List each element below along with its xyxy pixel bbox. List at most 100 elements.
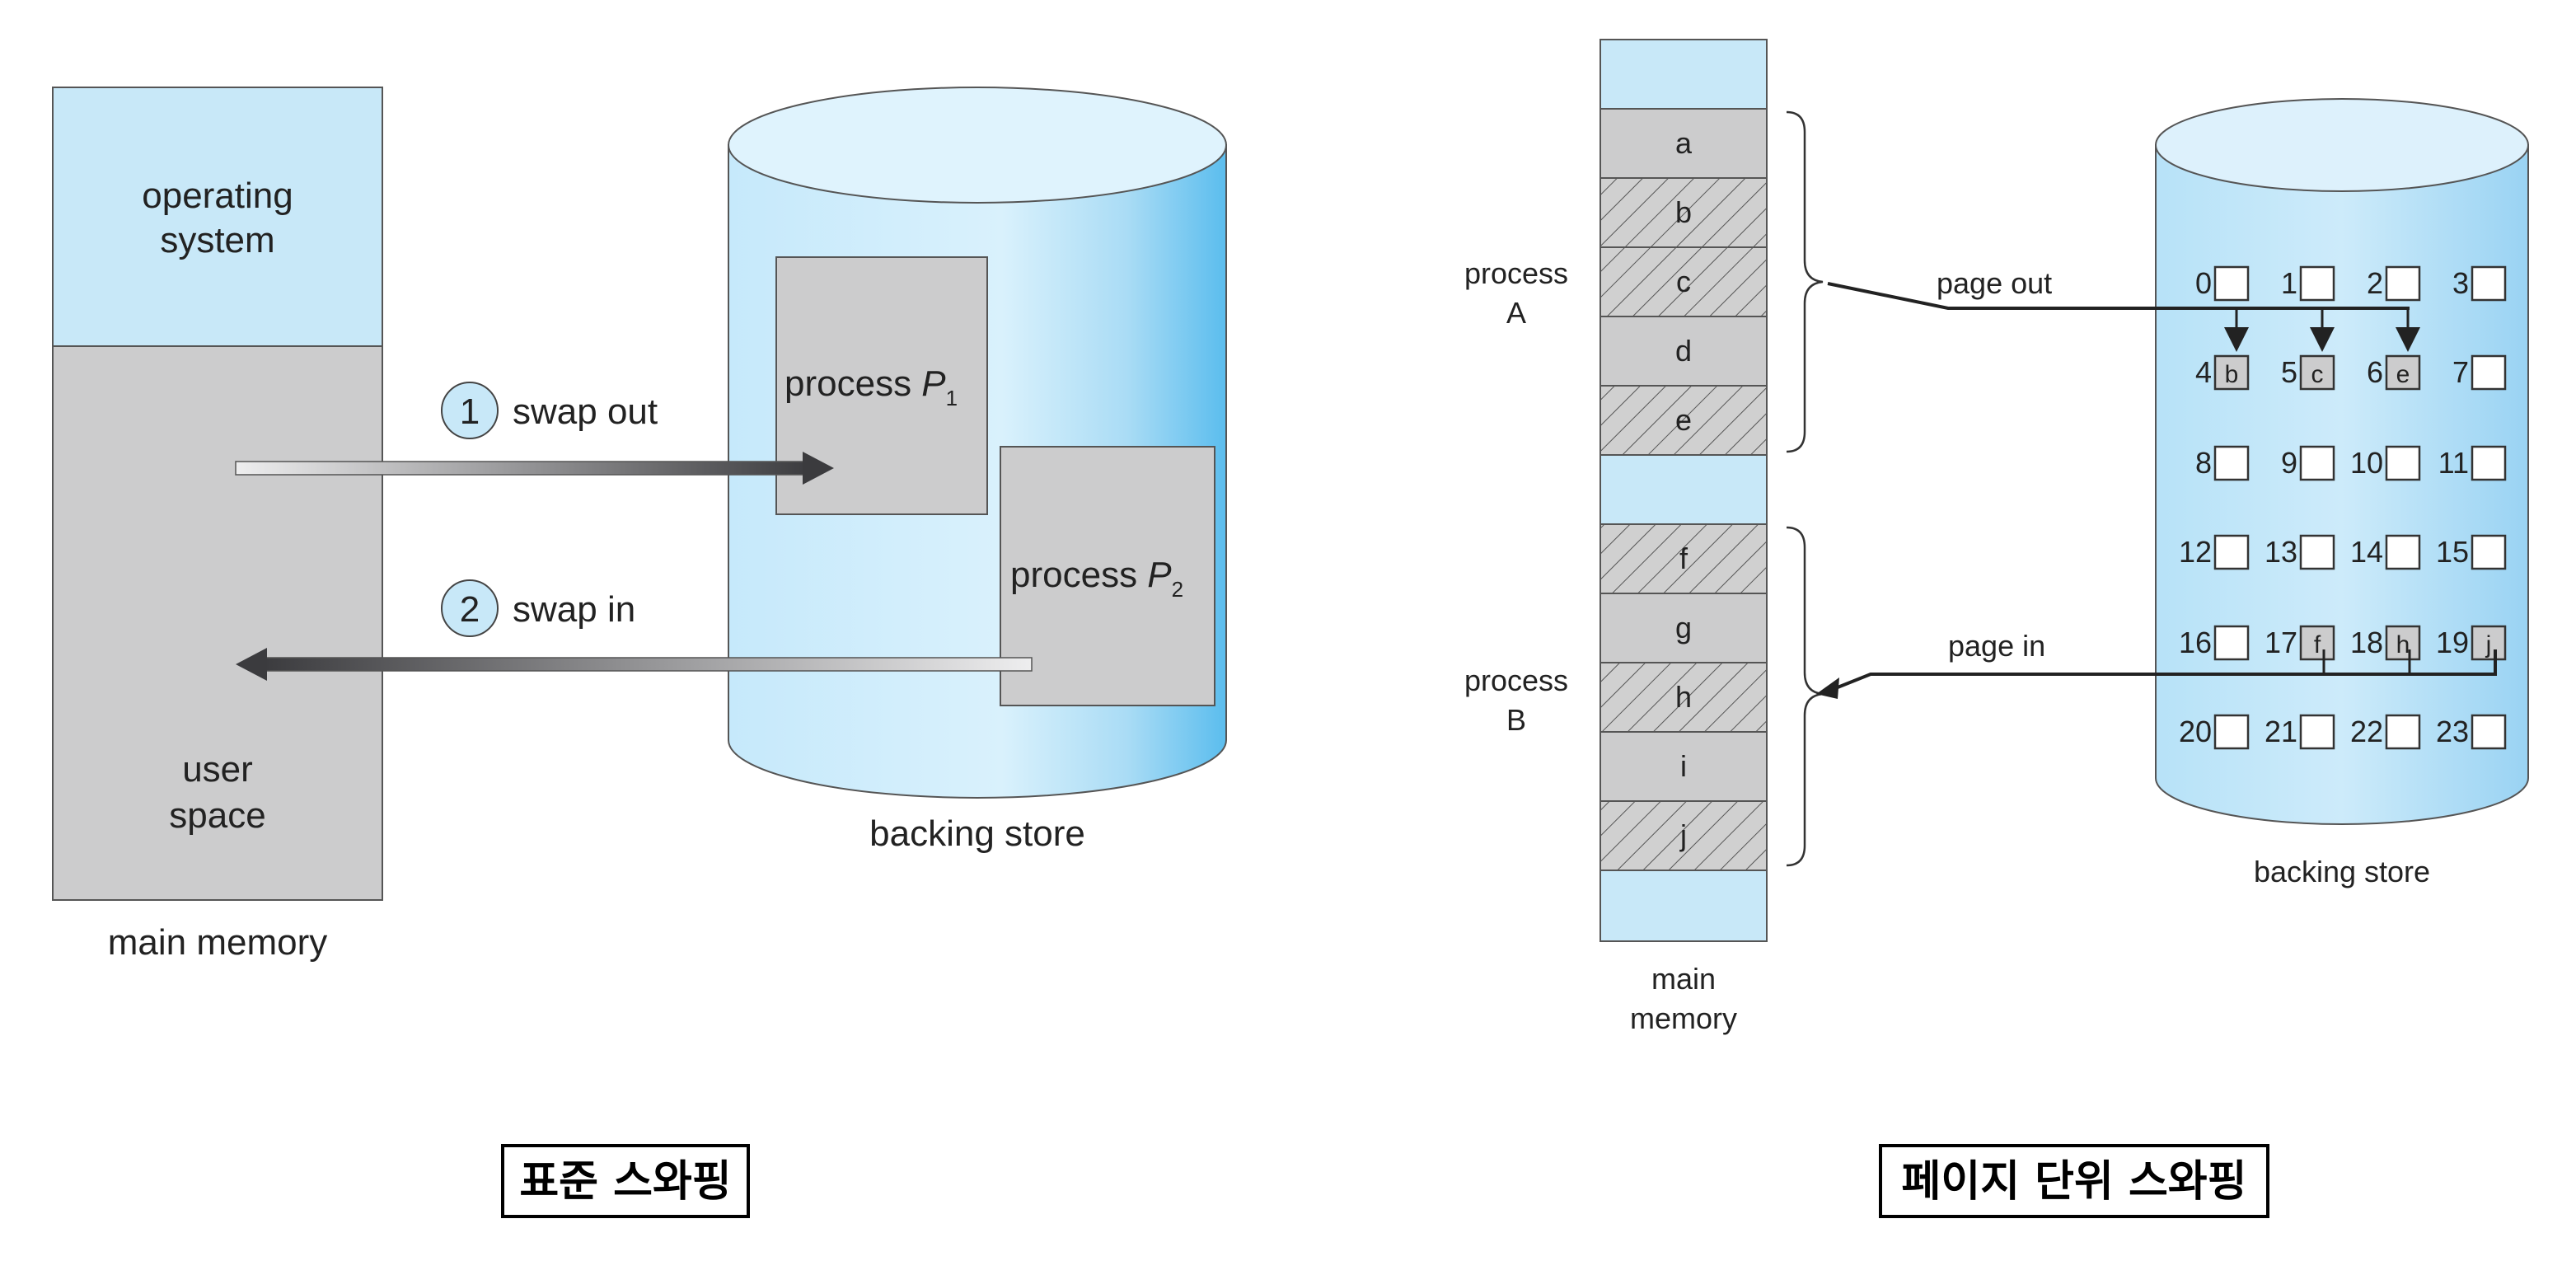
slot-number-2: 2 (2367, 266, 2383, 300)
slot-box-8 (2213, 445, 2250, 481)
frame-j (1599, 800, 1768, 871)
slot-box-14 (2385, 534, 2421, 570)
swap-out-arrow: 1 swap out (235, 382, 834, 485)
swap-out-head (803, 452, 834, 485)
slot-box-10 (2385, 445, 2421, 481)
page-in-label: page in (1948, 629, 2045, 663)
swap-in-shaft (261, 657, 1033, 672)
slot-box-12 (2213, 534, 2250, 570)
slot-box-19 (2471, 625, 2507, 661)
slot-box-23 (2471, 714, 2507, 750)
slot-box-6 (2385, 354, 2421, 391)
slot-box-9 (2299, 445, 2335, 481)
os-label-line1: operating (142, 176, 293, 216)
slot-page-f: f (2314, 631, 2321, 659)
frame-i (1599, 731, 1768, 802)
page-label-d: d (1675, 334, 1692, 368)
paged-caption: 페이지 단위 스와핑 (1879, 1144, 2269, 1218)
swap-in-arrow: 2 swap in (236, 579, 1033, 681)
slot-number-5: 5 (2281, 355, 2297, 389)
free-frame-top (1599, 39, 1768, 110)
main-memory-label: main memory (108, 922, 328, 963)
user-space-label-line2: space (169, 795, 265, 836)
slot-page-e: e (2396, 361, 2410, 388)
slot-box-13 (2299, 534, 2335, 570)
slot-number-18: 18 (2350, 626, 2383, 659)
slot-box-21 (2299, 714, 2335, 750)
slot-number-10: 10 (2350, 446, 2383, 480)
main-memory-paged: a b c d e f g h i j main memory (1599, 39, 1768, 1035)
slot-number-16: 16 (2179, 626, 2212, 659)
slot-box-17 (2299, 625, 2335, 661)
page-label-j: j (1679, 818, 1687, 852)
standard-swapping: operating system user space main memory … (52, 87, 1227, 1218)
slot-number-22: 22 (2350, 715, 2383, 748)
swap-out-step-number: 1 (460, 391, 480, 432)
page-label-a: a (1675, 126, 1693, 160)
page-label-e: e (1675, 403, 1692, 437)
slot-number-17: 17 (2265, 626, 2297, 659)
swap-in-step-number: 2 (460, 589, 480, 630)
slot-page-c: c (2311, 361, 2324, 388)
swap-in-label: swap in (513, 589, 635, 630)
swap-in-step-circle (441, 579, 499, 637)
frame-a (1599, 108, 1768, 179)
process-p2-box (1000, 446, 1215, 706)
paged-backing-store-label: backing store (2254, 855, 2430, 888)
swap-out-shaft (235, 461, 813, 476)
process-a-group: process A (1464, 110, 1824, 453)
process-a-brace (1786, 110, 1824, 453)
page-label-f: f (1679, 541, 1688, 575)
slot-page-b: b (2225, 361, 2239, 388)
main-memory-paged-label-line1: main (1651, 962, 1716, 996)
free-frame-bottom (1599, 870, 1768, 942)
swap-out-label: swap out (513, 391, 658, 432)
page-label-i: i (1680, 749, 1687, 783)
frame-h (1599, 662, 1768, 733)
slot-number-9: 9 (2281, 446, 2297, 480)
page-label-c: c (1676, 265, 1691, 298)
paged-swapping: a b c d e f g h i j main memory process … (1464, 39, 2529, 1218)
slot-box-11 (2471, 445, 2507, 481)
slot-number-4: 4 (2195, 355, 2212, 389)
slot-number-12: 12 (2179, 535, 2212, 569)
process-b-label-line2: B (1506, 703, 1526, 737)
main-memory-paged-label-line2: memory (1630, 1001, 1737, 1035)
slot-page-j: j (2485, 631, 2492, 659)
slot-number-7: 7 (2452, 355, 2469, 389)
page-in-head (1816, 677, 1839, 699)
slot-number-19: 19 (2436, 626, 2469, 659)
slot-number-8: 8 (2195, 446, 2212, 480)
slot-number-1: 1 (2281, 266, 2297, 300)
frame-f (1599, 523, 1768, 594)
slot-number-11: 11 (2438, 446, 2469, 480)
slot-number-14: 14 (2350, 535, 2383, 569)
page-label-h: h (1675, 680, 1692, 714)
cylinder-top (728, 87, 1227, 204)
slot-box-20 (2213, 714, 2250, 750)
process-b-brace (1786, 526, 1824, 867)
slot-box-1 (2299, 265, 2335, 302)
slot-box-3 (2471, 265, 2507, 302)
process-p2-label: process P2 (1010, 555, 1183, 602)
slot-page-h: h (2396, 631, 2410, 659)
slot-box-4 (2213, 354, 2250, 391)
main-memory-standard: operating system user space main memory (52, 87, 383, 963)
slot-number-6: 6 (2367, 355, 2383, 389)
swap-out-step-circle (441, 382, 499, 439)
process-b-label-line1: process (1464, 663, 1568, 697)
frame-b (1599, 177, 1768, 248)
slot-box-0 (2213, 265, 2250, 302)
slot-box-15 (2471, 534, 2507, 570)
paged-cylinder-top (2155, 98, 2529, 192)
frame-g (1599, 593, 1768, 663)
page-out-label: page out (1937, 266, 2052, 300)
standard-caption-text: 표준 스와핑 (519, 1157, 731, 1207)
slot-box-16 (2213, 625, 2250, 661)
frame-d (1599, 316, 1768, 387)
slot-number-15: 15 (2436, 535, 2469, 569)
slot-number-20: 20 (2179, 715, 2212, 748)
os-label-line2: system (160, 220, 274, 260)
slot-number-21: 21 (2265, 715, 2297, 748)
